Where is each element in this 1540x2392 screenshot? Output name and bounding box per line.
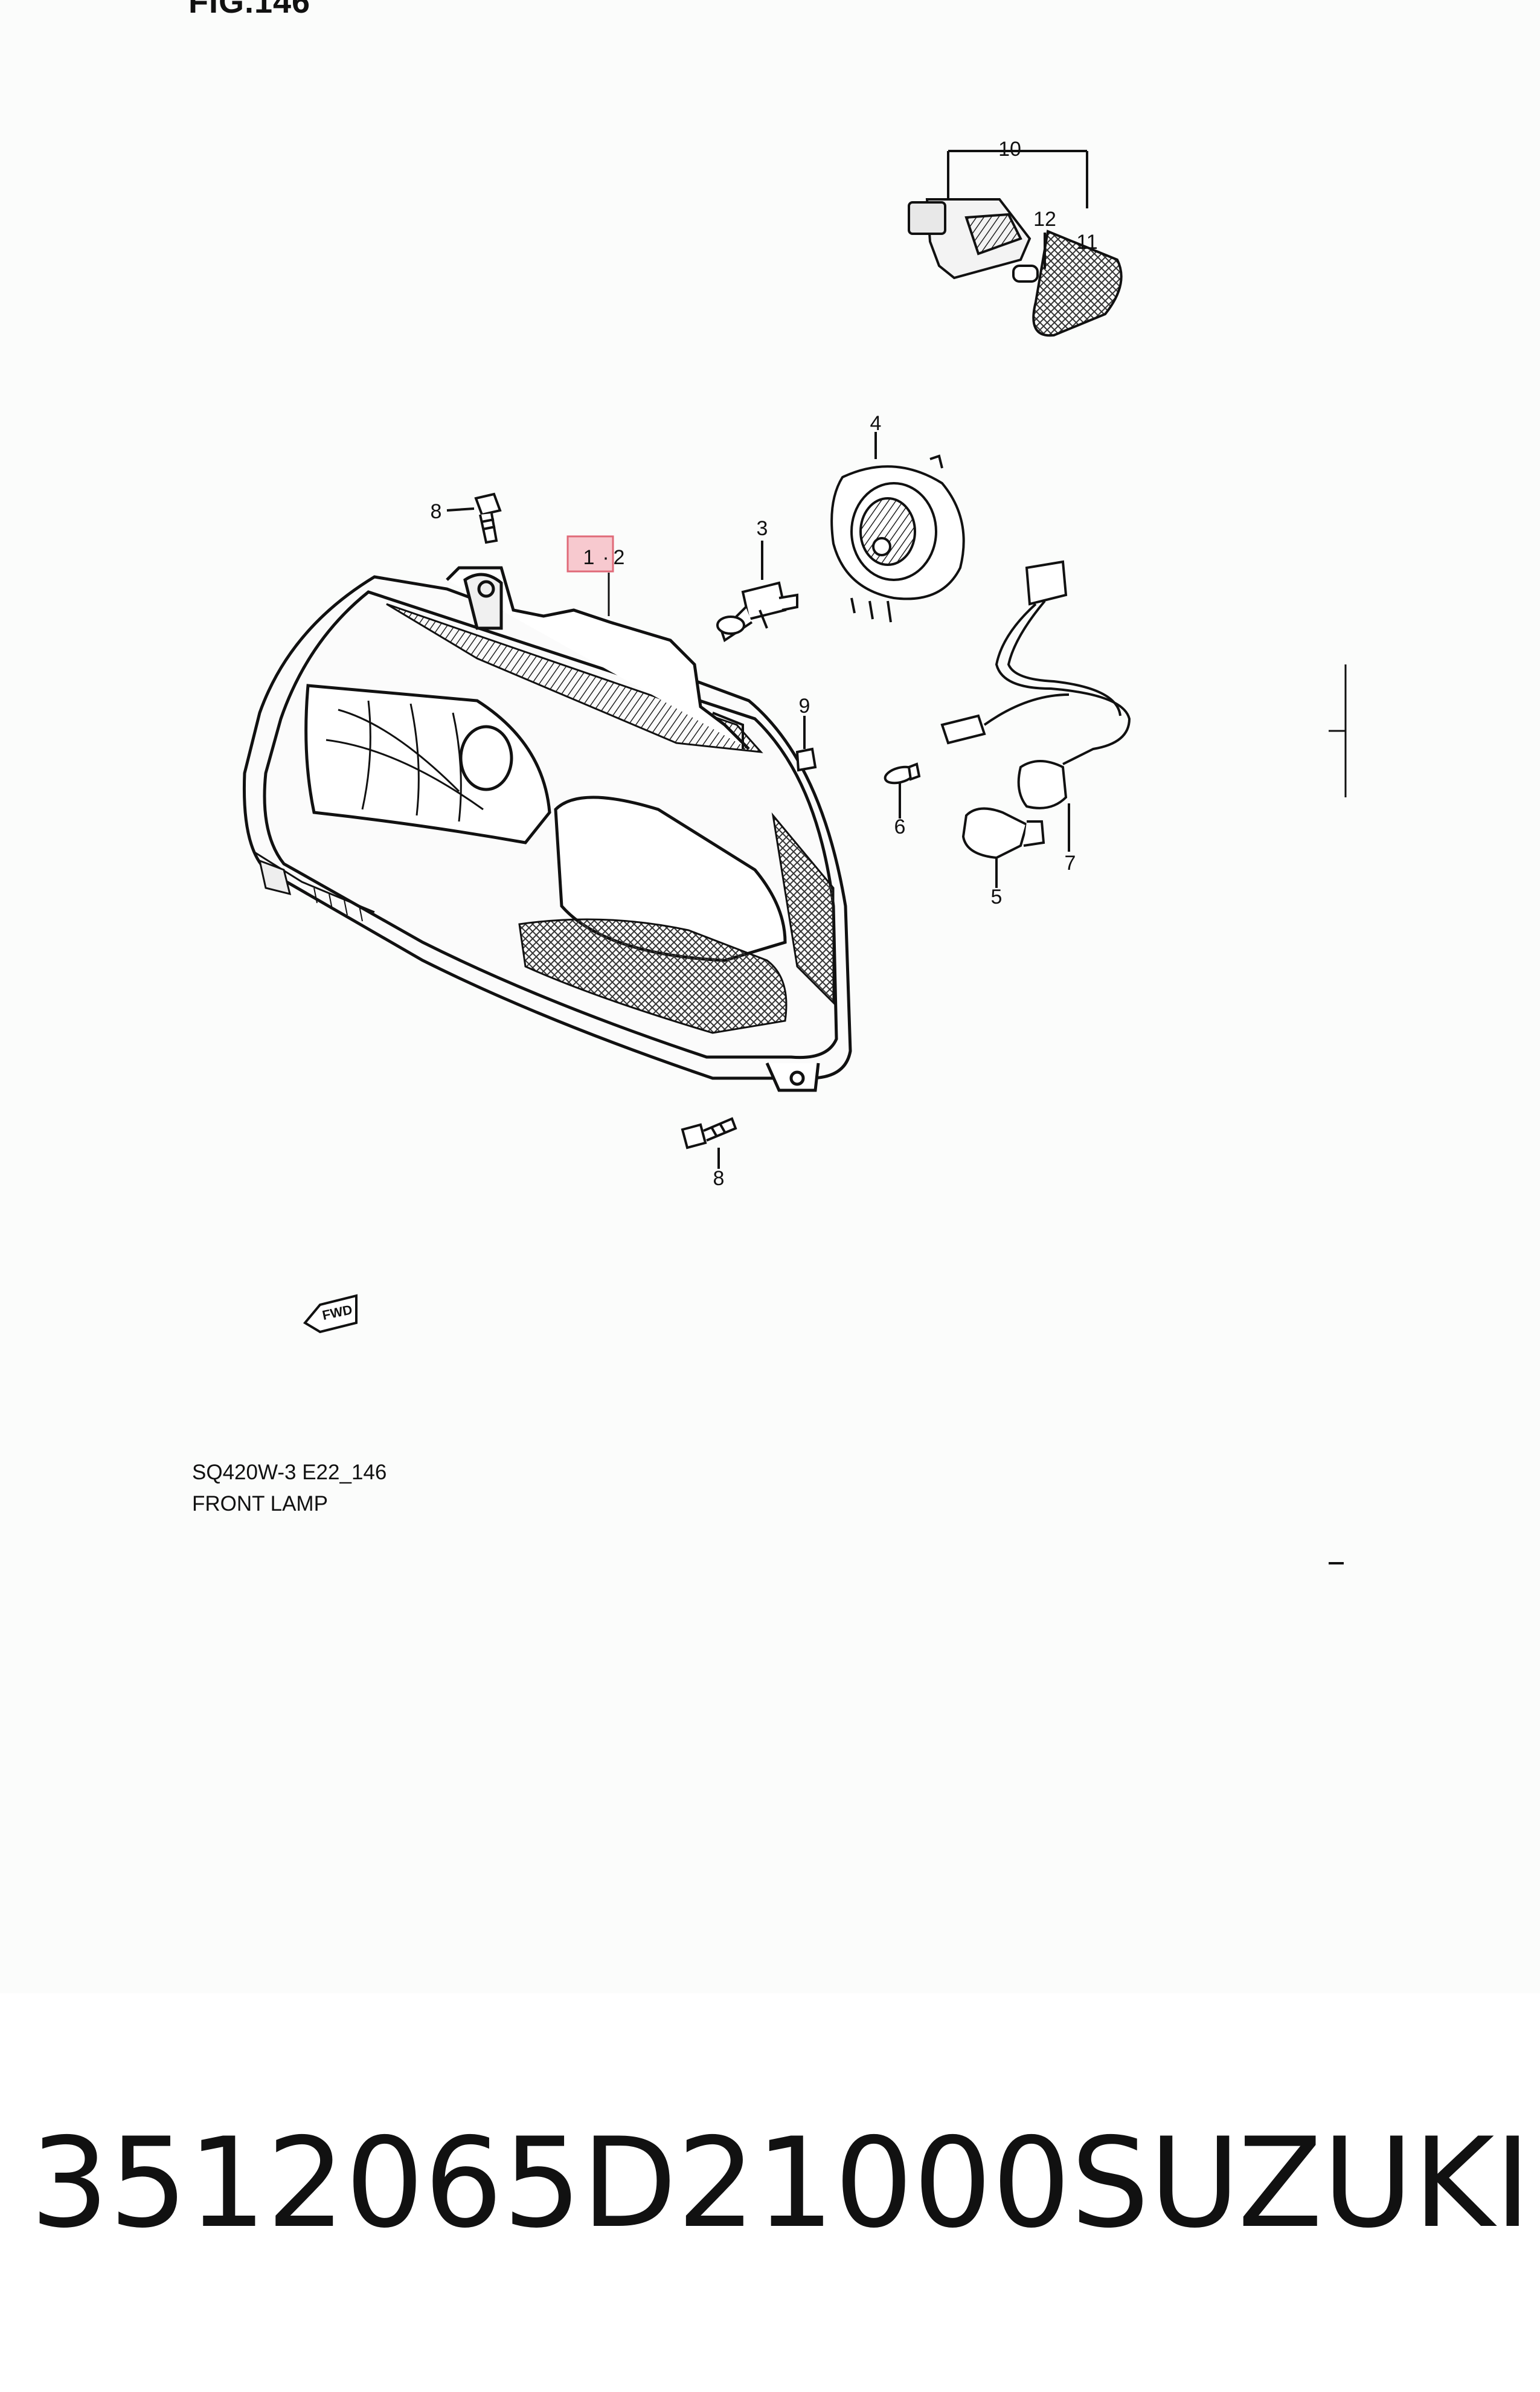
headlamp-rear-cover — [830, 432, 965, 623]
part-number: 3512065D21000 — [30, 2111, 1071, 2255]
callout-2: 2 — [614, 546, 625, 569]
brand-name: SUZUKI — [1070, 2111, 1531, 2255]
figure-title: FIG.146 — [188, 0, 311, 20]
callout-8-bottom: 8 — [713, 1167, 725, 1190]
wiring-harness-socket — [940, 560, 1131, 852]
bolt-8-top — [446, 492, 502, 544]
callout-separator: · — [602, 546, 609, 569]
callout-3: 3 — [757, 517, 768, 540]
clip-9 — [795, 716, 817, 772]
callout-1-highlight[interactable] — [566, 535, 614, 573]
parts-diagram-sheet: FIG.146 10 11 12 — [188, 0, 1347, 1564]
position-lamp-bulb — [884, 762, 921, 818]
turn-signal-bulb — [961, 807, 1045, 888]
callout-1: 1 — [583, 546, 595, 569]
callout-11: 11 — [1076, 231, 1097, 254]
callout-10: 10 — [998, 138, 1021, 161]
forward-direction-marker: FWD — [303, 1294, 358, 1334]
callout-7: 7 — [1065, 852, 1076, 875]
front-lamp-exploded-diagram: 10 11 12 — [242, 138, 1347, 1564]
callout-4: 4 — [870, 412, 882, 435]
callout-8-top: 8 — [431, 500, 442, 523]
side-marker-lamp-assembly — [908, 150, 1123, 337]
diagram-code: SQ420W-3 E22_146 — [192, 1461, 387, 1484]
part-footer: 3512065D21000 SUZUKI — [30, 2121, 1531, 2245]
headlamp-housing — [242, 566, 852, 1092]
callout-5: 5 — [991, 886, 1003, 908]
headlamp-bulb — [716, 541, 798, 643]
diagram-section-name: FRONT LAMP — [192, 1492, 328, 1516]
callout-6: 6 — [894, 815, 906, 838]
callout-9: 9 — [799, 695, 810, 718]
callout-12: 12 — [1033, 208, 1056, 231]
bolt-8-bottom — [681, 1117, 737, 1169]
